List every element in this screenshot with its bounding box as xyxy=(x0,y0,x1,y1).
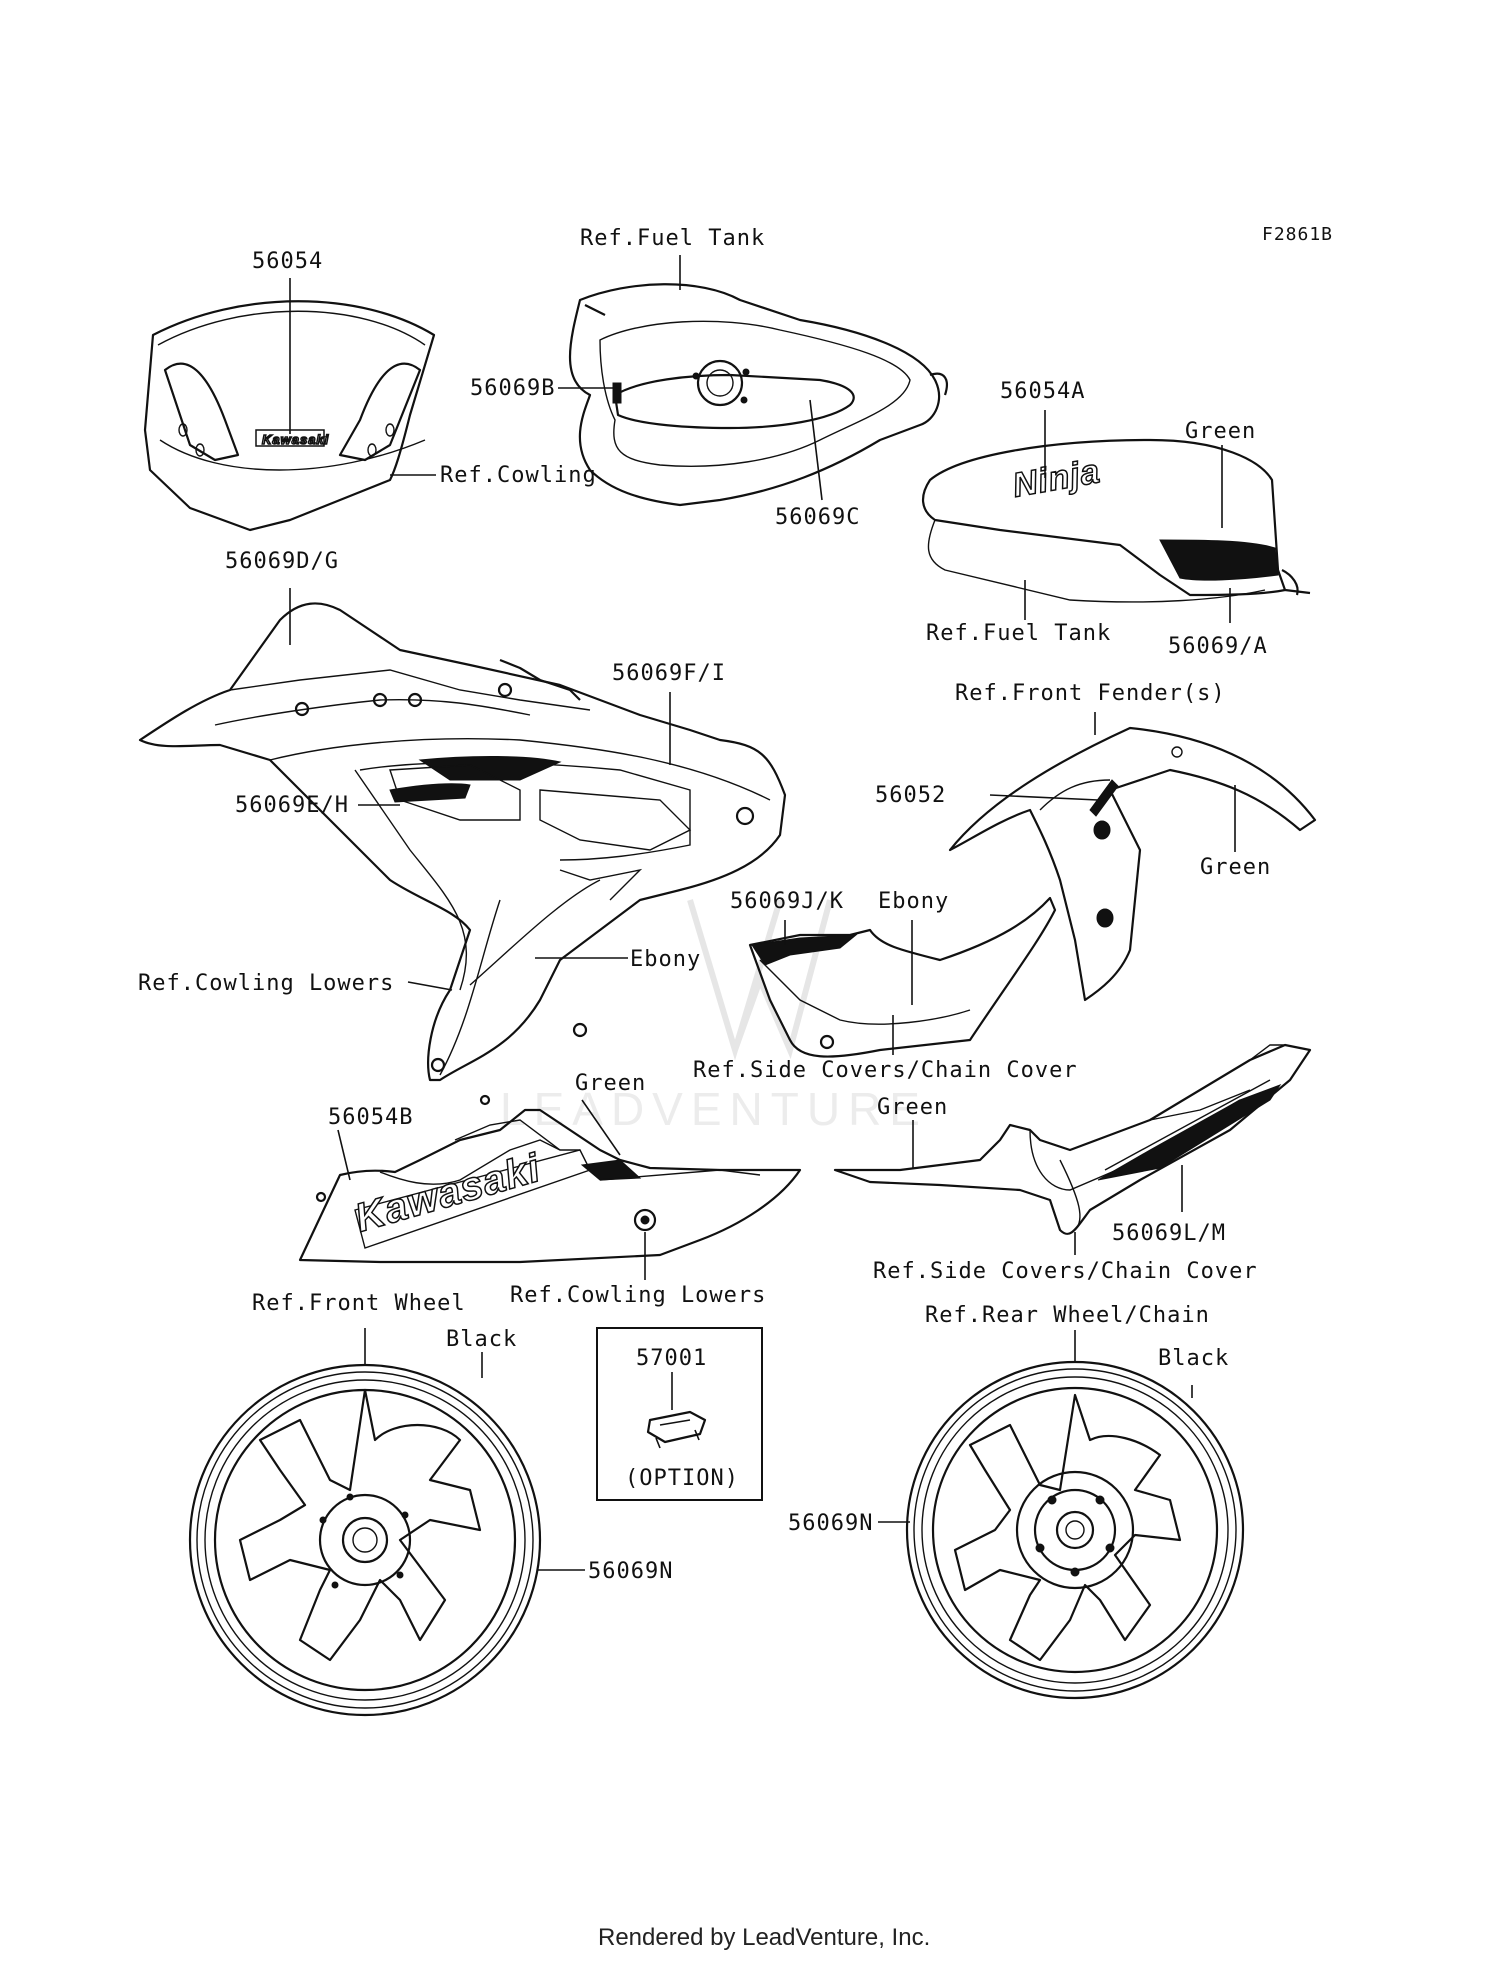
label-56069n-front: 56069N xyxy=(588,1559,673,1584)
label-56069f-i: 56069F/I xyxy=(612,661,726,686)
label-56069c: 56069C xyxy=(775,505,860,530)
diagram-code: F2861B xyxy=(1262,224,1333,245)
label-ref-front-wheel: Ref.Front Wheel xyxy=(252,1291,466,1316)
rear-wheel-drawing xyxy=(905,1360,1245,1700)
label-57001: 57001 xyxy=(636,1346,707,1371)
footer-credit: Rendered by LeadVenture, Inc. xyxy=(598,1924,930,1951)
label-ref-cowling-lowers-bottom: Ref.Cowling Lowers xyxy=(510,1283,766,1308)
label-56069d-g: 56069D/G xyxy=(225,549,339,574)
label-56069-a: 56069/A xyxy=(1168,634,1268,659)
label-ref-front-fender: Ref.Front Fender(s) xyxy=(955,681,1226,706)
lower-logo: Kawasaki xyxy=(350,1146,545,1241)
label-56069n-rear: 56069N xyxy=(788,1511,873,1536)
watermark-text: LEADVENTURE xyxy=(500,1083,928,1135)
label-ref-rear-wheel: Ref.Rear Wheel/Chain xyxy=(925,1303,1210,1328)
label-black-front: Black xyxy=(446,1327,517,1352)
fuel-tank-top-drawing xyxy=(569,283,948,507)
label-56069l-m: 56069L/M xyxy=(1112,1221,1226,1246)
label-ebony-side: Ebony xyxy=(878,889,949,914)
label-56052: 56052 xyxy=(875,783,946,808)
label-green-tank: Green xyxy=(1185,419,1256,444)
label-56069j-k: 56069J/K xyxy=(730,889,844,914)
label-56054: 56054 xyxy=(252,249,323,274)
windshield-logo: Kawasaki xyxy=(262,432,329,447)
side-cover-drawing xyxy=(748,896,1057,1058)
label-green-tail: Green xyxy=(877,1095,948,1120)
label-ref-cowling: Ref.Cowling xyxy=(440,463,597,488)
label-ref-side-covers-2: Ref.Side Covers/Chain Cover xyxy=(873,1259,1258,1284)
label-green-fender: Green xyxy=(1200,855,1271,880)
label-56054b: 56054B xyxy=(328,1105,413,1130)
watermark: LEADVENTURE xyxy=(500,899,928,1135)
option-box xyxy=(596,1327,763,1501)
label-ref-side-covers-1: Ref.Side Covers/Chain Cover xyxy=(693,1058,1078,1083)
tail-cowl-drawing xyxy=(833,1043,1312,1235)
label-ref-fuel-tank-side: Ref.Fuel Tank xyxy=(926,621,1111,646)
label-ref-cowling-lowers-left: Ref.Cowling Lowers xyxy=(138,971,394,996)
label-black-rear: Black xyxy=(1158,1346,1229,1371)
label-56069e-h: 56069E/H xyxy=(235,793,349,818)
fuel-tank-side-drawing: Ninja xyxy=(922,438,1311,603)
label-ref-fuel-tank-top: Ref.Fuel Tank xyxy=(580,226,765,251)
label-option: (OPTION) xyxy=(625,1466,739,1491)
label-green-lower: Green xyxy=(575,1071,646,1096)
front-wheel-drawing xyxy=(188,1363,542,1717)
label-56069b: 56069B xyxy=(470,376,555,401)
windshield-drawing: Kawasaki xyxy=(143,300,436,532)
label-ebony-cowl: Ebony xyxy=(630,947,701,972)
label-56054a: 56054A xyxy=(1000,379,1085,404)
upper-cowling-drawing xyxy=(138,602,787,1082)
tank-logo: Ninja xyxy=(1010,452,1103,505)
front-fender-drawing xyxy=(948,726,1317,1002)
